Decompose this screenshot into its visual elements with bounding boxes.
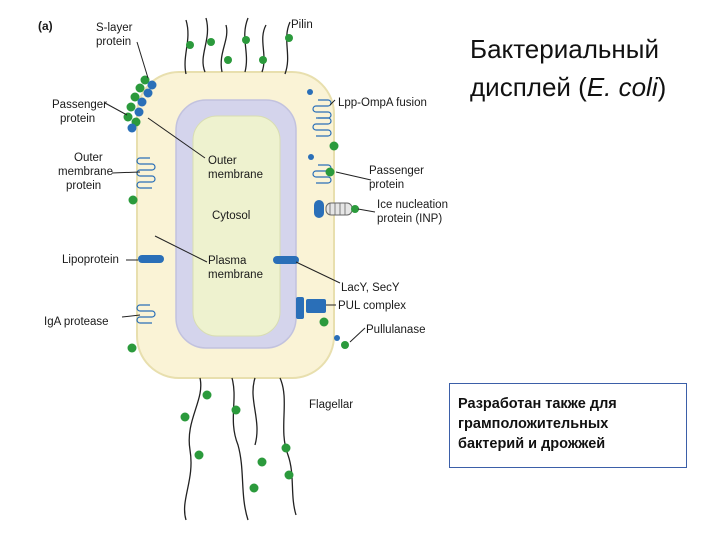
cytoplasm bbox=[192, 115, 281, 337]
label-flagellar: Flagellar bbox=[309, 399, 353, 411]
ice-nucleation-protein-shape bbox=[314, 200, 359, 218]
label-lacy-secy: LacY, SecY bbox=[341, 282, 400, 294]
label-plasma-membrane: Plasma bbox=[208, 255, 247, 267]
label-outer-membrane-protein-2: membrane bbox=[58, 166, 113, 178]
title-line-2-suffix: ) bbox=[657, 72, 667, 102]
flagellar-passenger-proteins bbox=[180, 390, 294, 493]
diagram-labels: S-layer protein Pilin Passenger protein … bbox=[44, 19, 448, 411]
flagella bbox=[184, 377, 297, 521]
note-line-3: бактерий и дрожжей bbox=[458, 436, 606, 452]
label-passenger-right-2: protein bbox=[369, 179, 404, 191]
label-lipoprotein: Lipoprotein bbox=[62, 254, 119, 266]
label-outer-membrane: Outer bbox=[208, 155, 237, 167]
note-line-2: грамположительных bbox=[458, 416, 609, 432]
title-line-2-prefix: дисплей ( bbox=[470, 72, 587, 102]
pilin-passenger-proteins bbox=[186, 34, 293, 64]
right-passenger-dots bbox=[307, 89, 349, 349]
lipoprotein-shape bbox=[138, 255, 164, 263]
label-iga-protease: IgA protease bbox=[44, 316, 109, 328]
label-s-layer: S-layer bbox=[96, 22, 133, 34]
leader-lines bbox=[104, 41, 376, 343]
label-outer-membrane-2: membrane bbox=[208, 169, 263, 181]
panel-label: (a) bbox=[38, 19, 53, 33]
title-organism: E. coli bbox=[586, 72, 658, 102]
label-passenger-right: Passenger bbox=[369, 165, 424, 177]
label-pilin: Pilin bbox=[291, 19, 313, 31]
label-pul-complex: PUL complex bbox=[338, 300, 406, 312]
right-membrane-proteins bbox=[312, 99, 332, 184]
label-ice-nucleation: Ice nucleation bbox=[377, 199, 448, 211]
label-passenger-left: Passenger bbox=[52, 99, 107, 111]
title-line-2: дисплей (E. coli) bbox=[470, 68, 710, 106]
page-title: Бактериальный дисплей (E. coli) bbox=[470, 30, 710, 106]
s-layer-proteins bbox=[123, 75, 157, 133]
label-plasma-membrane-2: membrane bbox=[208, 269, 263, 281]
note-box: Разработан также для грамположительных б… bbox=[449, 383, 687, 468]
pili bbox=[184, 17, 291, 75]
lacy-secy-shape bbox=[273, 256, 299, 264]
left-passenger-dots bbox=[127, 195, 138, 353]
label-cytosol: Cytosol bbox=[212, 210, 250, 222]
label-outer-membrane-protein: Outer bbox=[74, 152, 103, 164]
label-outer-membrane-protein-3: protein bbox=[66, 180, 101, 192]
label-ice-nucleation-2: protein (INP) bbox=[377, 213, 442, 225]
pul-complex-shape bbox=[296, 297, 326, 319]
label-passenger-left-2: protein bbox=[60, 113, 95, 125]
label-s-layer-2: protein bbox=[96, 36, 131, 48]
label-lpp-ompa: Lpp-OmpA fusion bbox=[338, 97, 427, 109]
label-pullulanase: Pullulanase bbox=[366, 324, 425, 336]
note-line-1: Разработан также для bbox=[458, 396, 617, 412]
left-membrane-proteins bbox=[136, 157, 156, 324]
title-line-1: Бактериальный bbox=[470, 34, 659, 64]
cell bbox=[136, 71, 335, 379]
